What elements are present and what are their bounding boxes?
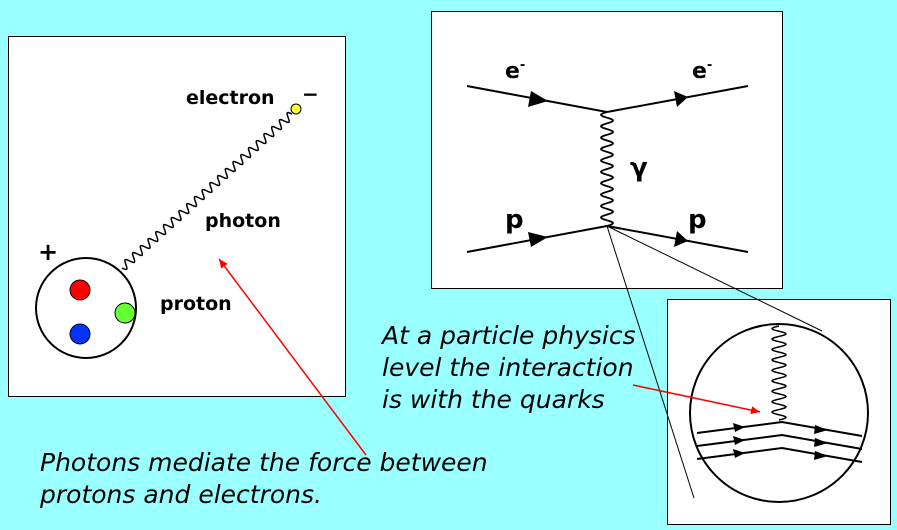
red-arrow-to-photon [218, 258, 367, 456]
arrowhead-p-in [528, 232, 548, 247]
quark-red [69, 279, 91, 301]
proton-circle [35, 257, 137, 359]
zoom-line-right [606, 225, 823, 332]
arrowhead-e-in [528, 91, 548, 107]
electron-label: electron [186, 87, 275, 109]
proton-charge-label: + [38, 238, 58, 266]
quark-arrowhead-1a [733, 423, 745, 432]
quark-caption-line-3: is with the quarks [382, 385, 605, 414]
quark-line-1 [696, 420, 863, 437]
feynman-photon-wavy-line [599, 111, 615, 227]
electron-charge-label: − [302, 82, 319, 106]
feynman-panel [431, 11, 783, 289]
electron-dot [290, 103, 302, 115]
photon-wavy-line [121, 111, 293, 271]
proton-label: proton [160, 293, 232, 315]
quark-blue [69, 323, 91, 345]
zoom-line-left [606, 225, 695, 499]
gamma-label: γ [630, 153, 648, 183]
photon-label: photon [205, 210, 281, 232]
quark-caption-line-2: level the interaction [382, 353, 634, 382]
photon-caption-line-1: Photons mediate the force between [40, 448, 488, 477]
quark-green [114, 302, 136, 324]
quark-caption-line-1: At a particle physics [382, 321, 636, 350]
quark-arrowhead-3a [733, 449, 745, 458]
arrowhead-e-out [674, 91, 688, 107]
quark-line-2 [696, 433, 863, 450]
p-in-label: p [505, 205, 524, 235]
photon-caption: Photons mediate the force between proton… [40, 447, 488, 511]
quark-line-3 [696, 446, 863, 463]
quark-arrowhead-2b [814, 438, 828, 447]
quark-arrowhead-3b [814, 451, 828, 460]
zoom-photon-wavy-line [771, 325, 787, 421]
quark-arrowhead-1b [814, 425, 828, 434]
red-arrow-to-quarks [632, 384, 761, 415]
zoom-circle [689, 323, 869, 503]
quark-caption: At a particle physics level the interact… [382, 320, 636, 416]
photon-caption-line-2: protons and electrons. [40, 480, 322, 509]
e-out-label: e- [692, 58, 712, 84]
arrowhead-p-out [674, 231, 688, 247]
e-in-label: e- [505, 58, 525, 84]
quark-arrowhead-2a [733, 436, 745, 445]
p-out-label: p [688, 205, 707, 235]
